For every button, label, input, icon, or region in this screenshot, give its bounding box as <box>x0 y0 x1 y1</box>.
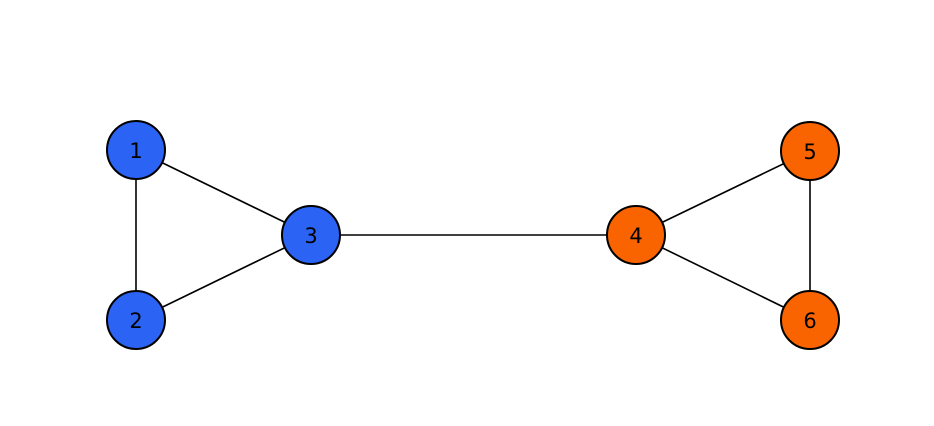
graph-edge-2-3 <box>135 234 312 321</box>
graph-node-6[interactable]: 6 <box>780 290 840 350</box>
graph-node-4[interactable]: 4 <box>606 205 666 265</box>
graph-node-circle-4[interactable] <box>606 205 666 265</box>
graph-node-5[interactable]: 5 <box>780 121 840 181</box>
graph-node-circle-3[interactable] <box>281 205 341 265</box>
graph-node-3[interactable]: 3 <box>281 205 341 265</box>
graph-node-2[interactable]: 2 <box>106 290 166 350</box>
graph-node-circle-2[interactable] <box>106 290 166 350</box>
graph-edge-4-6 <box>635 234 811 321</box>
graph-edge-4-5 <box>635 150 811 236</box>
graph-node-1[interactable]: 1 <box>106 120 166 180</box>
graph-node-circle-5[interactable] <box>780 121 840 181</box>
graph-node-circle-1[interactable] <box>106 120 166 180</box>
graph-edge-1-3 <box>135 149 312 236</box>
edge-layer <box>135 149 811 321</box>
graph-node-circle-6[interactable] <box>780 290 840 350</box>
